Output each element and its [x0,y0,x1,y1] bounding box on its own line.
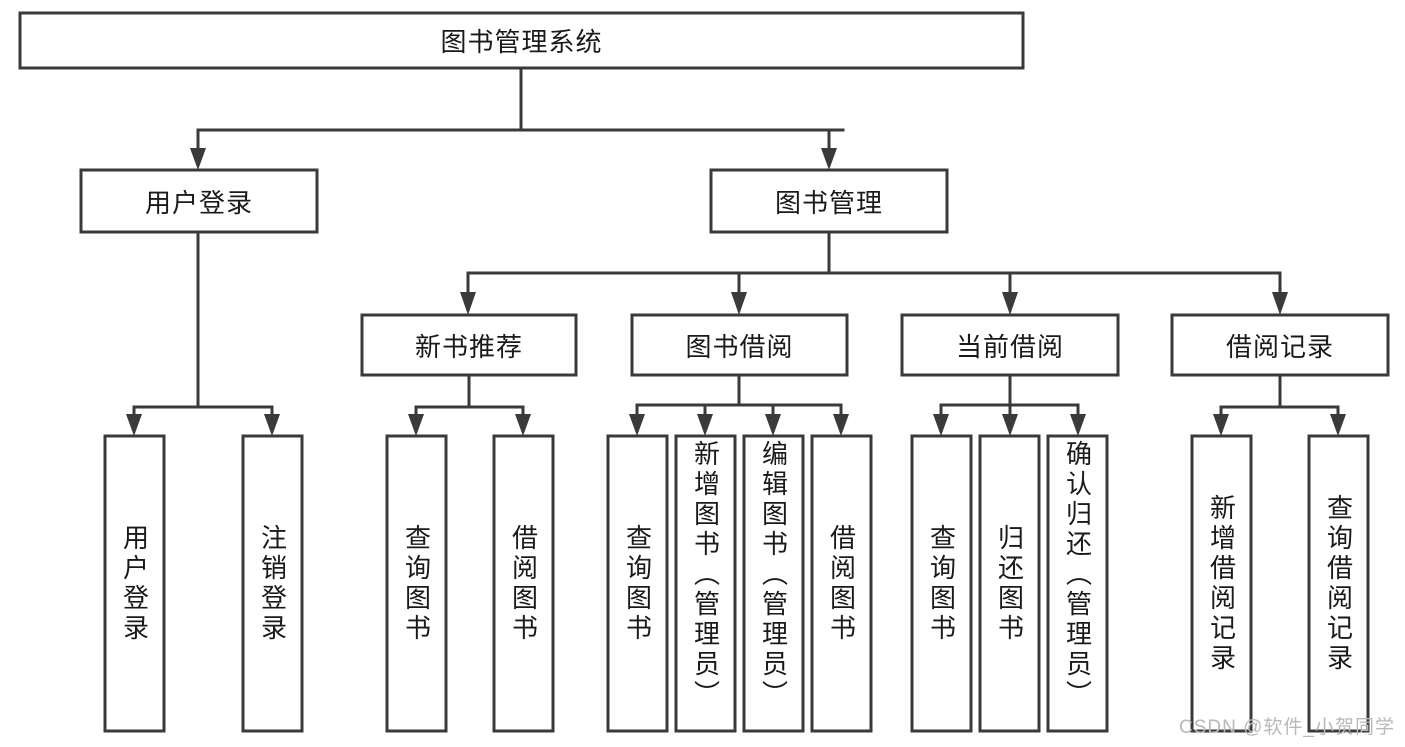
node-leaf-confirm-return[interactable] [1046,434,1109,733]
node-book-manage[interactable] [709,168,949,234]
node-leaf-return-book[interactable] [978,434,1041,733]
node-leaf-borrow-book-1[interactable] [492,434,555,733]
connector-bookborrow-to-leaves [629,373,849,436]
node-user-login[interactable] [79,168,319,234]
node-leaf-query-record[interactable] [1307,434,1370,733]
node-leaf-query-book-2[interactable] [606,434,669,733]
node-new-book-recommend[interactable] [360,313,578,377]
connector-borrowrecord-to-leaves [1213,373,1346,436]
connector-currentborrow-to-leaves [933,373,1086,436]
node-current-borrow[interactable] [900,313,1120,377]
node-leaf-borrow-book-2[interactable] [810,434,873,733]
node-borrow-record[interactable] [1170,313,1390,377]
node-leaf-user-login[interactable] [103,434,166,733]
node-leaf-add-record[interactable] [1190,434,1253,733]
node-book-borrow[interactable] [630,313,849,377]
csdn-watermark: CSDN @软件_小贺同学 [1179,717,1395,738]
node-leaf-query-book-3[interactable] [910,434,973,733]
node-leaf-query-book-1[interactable] [385,434,448,733]
node-leaf-edit-book[interactable] [742,434,805,733]
connector-bookmanage-to-level3 [460,230,1288,315]
node-leaf-user-logout[interactable] [241,434,304,733]
connector-newbook-to-leaves [408,373,531,436]
connector-root-to-level2 [190,66,845,170]
node-leaf-add-book[interactable] [674,434,737,733]
node-root[interactable] [18,11,1025,70]
connector-userlogin-to-leaves [126,230,280,436]
